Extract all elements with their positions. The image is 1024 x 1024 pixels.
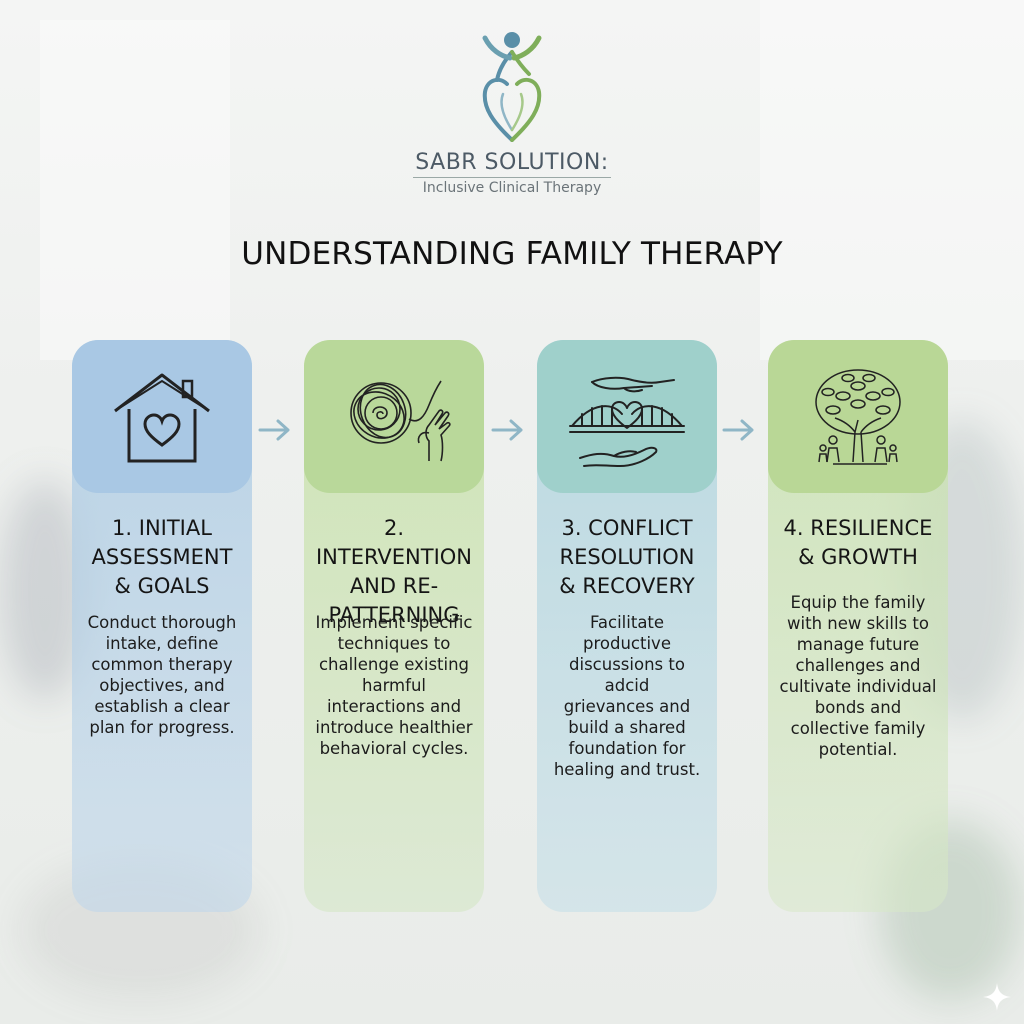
person-heart-logo-icon (482, 32, 542, 142)
step-icon-box-4 (768, 340, 948, 493)
step-description-2: Implement specific techniques to challen… (315, 613, 473, 758)
step-icon-box-3 (537, 340, 717, 493)
house-heart-icon (114, 373, 210, 462)
page-title: UNDERSTANDING FAMILY THERAPY (241, 236, 783, 272)
step-card-1: 1. INITIAL ASSESSMENT & GOALS Conduct th… (72, 340, 252, 912)
brand-name: SABR SOLUTION: (413, 150, 611, 178)
step-card-4: 4. RESILIENCE & GROWTH Equip the family … (768, 340, 948, 912)
brand-subtitle: Inclusive Clinical Therapy (422, 180, 602, 196)
step-icon-box-2 (304, 340, 484, 493)
step-title-3: 3. CONFLICT RESOLUTION & RECOVERY (559, 516, 695, 598)
step-description-4: Equip the family with new skills to mana… (779, 593, 937, 759)
sparkle-icon (983, 983, 1011, 1011)
hands-bridge-heart-icon (569, 376, 685, 467)
step-title-2: 2. INTERVENTION AND RE- PATTERNING (315, 516, 473, 627)
arrow-right-icon (491, 419, 523, 441)
arrow-right-icon (258, 419, 290, 441)
family-tree-icon (815, 368, 901, 465)
brand-logo: SABR SOLUTION: Inclusive Clinical Therap… (0, 30, 1024, 196)
step-title-1: 1. INITIAL ASSESSMENT & GOALS (91, 516, 233, 598)
step-title-4: 4. RESILIENCE & GROWTH (783, 516, 933, 569)
step-description-3: Facilitate productive discussions to adc… (553, 613, 701, 779)
step-card-3: 3. CONFLICT RESOLUTION & RECOVERY Facili… (537, 340, 717, 912)
arrow-right-icon (722, 419, 754, 441)
step-icon-box-1 (72, 340, 252, 493)
step-card-2: 2. INTERVENTION AND RE- PATTERNING Imple… (304, 340, 484, 912)
step-description-1: Conduct thorough intake, define common t… (87, 613, 237, 737)
tangled-thread-icon (350, 380, 451, 461)
